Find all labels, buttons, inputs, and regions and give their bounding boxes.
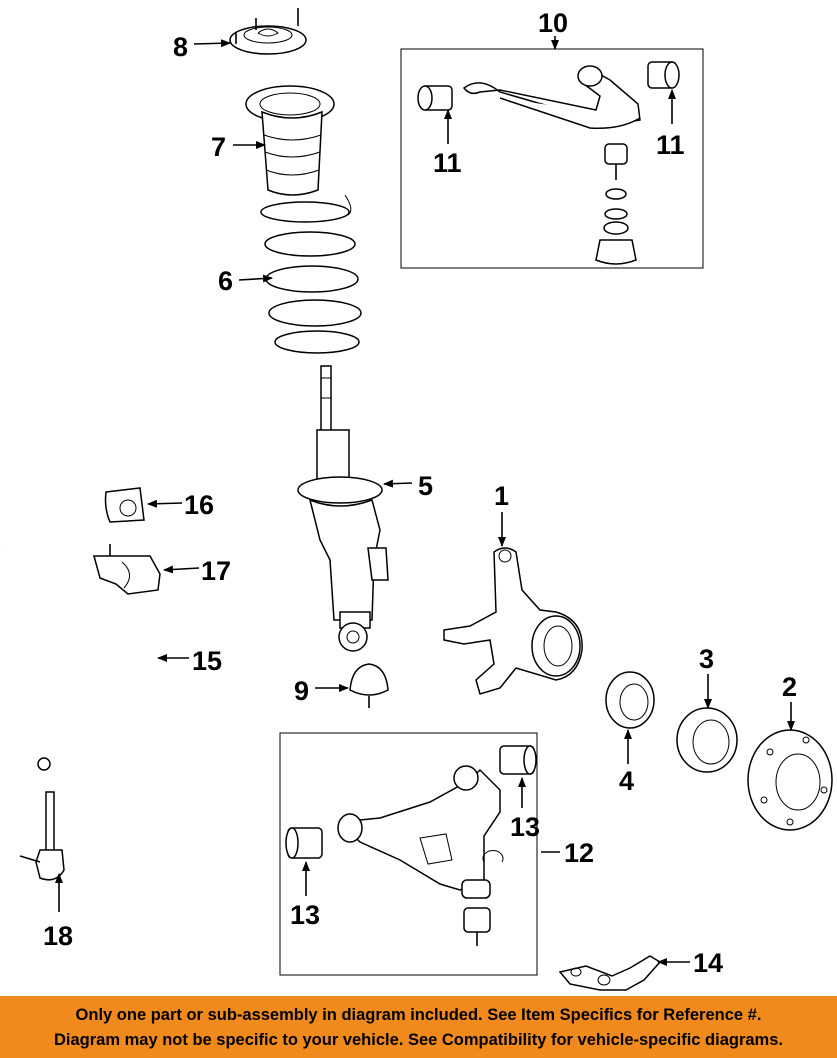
wheel-bearing-part bbox=[676, 707, 738, 773]
callout-10: 10 bbox=[538, 8, 568, 38]
callout-12: 12 bbox=[564, 838, 594, 868]
upper-ball-joint-part bbox=[595, 143, 637, 265]
callout-1: 1 bbox=[494, 481, 509, 511]
callout-13-right: 13 bbox=[510, 812, 540, 842]
upper-arm-bushing-left-part bbox=[417, 85, 453, 111]
stabilizer-bushing-part bbox=[104, 487, 145, 523]
callout-3: 3 bbox=[699, 644, 714, 674]
strut-mount-part bbox=[229, 8, 307, 55]
callout-15: 15 bbox=[192, 646, 222, 676]
lower-ball-joint-part bbox=[461, 850, 504, 946]
hub-seal-part bbox=[605, 671, 655, 729]
upper-control-arm-part bbox=[462, 65, 641, 130]
mount-bushing-part bbox=[349, 663, 389, 708]
bump-stop-boot-part bbox=[245, 85, 335, 196]
callout-16: 16 bbox=[184, 490, 214, 520]
steering-knuckle-part bbox=[443, 547, 583, 695]
coil-spring-part bbox=[260, 194, 362, 354]
callout-13-left: 13 bbox=[290, 900, 320, 930]
callout-14: 14 bbox=[693, 948, 723, 978]
upper-arm-bushing-right-part bbox=[647, 61, 680, 89]
lower-arm-group-box bbox=[279, 732, 538, 976]
stabilizer-bar-part bbox=[0, 550, 147, 771]
callout-7: 7 bbox=[211, 132, 226, 162]
shock-absorber-part bbox=[297, 365, 389, 652]
callout-8: 8 bbox=[173, 32, 188, 62]
lower-arm-bushing-left-part bbox=[285, 827, 323, 859]
callout-9: 9 bbox=[294, 676, 309, 706]
lower-bracket-part bbox=[558, 955, 662, 991]
callout-6: 6 bbox=[218, 266, 233, 296]
disclaimer-banner: Only one part or sub-assembly in diagram… bbox=[0, 996, 837, 1058]
callout-11-left: 11 bbox=[433, 148, 462, 178]
disclaimer-line-1: Only one part or sub-assembly in diagram… bbox=[75, 1006, 762, 1024]
lower-control-arm-part bbox=[337, 765, 501, 891]
stabilizer-link-part bbox=[19, 791, 65, 881]
disclaimer-line-2: Diagram may not be specific to your vehi… bbox=[54, 1031, 783, 1049]
wheel-hub-part bbox=[747, 729, 833, 831]
callout-4: 4 bbox=[619, 766, 634, 796]
callout-11-right: 11 bbox=[656, 130, 685, 160]
callout-17: 17 bbox=[201, 556, 231, 586]
callout-18: 18 bbox=[43, 921, 73, 951]
lower-arm-bushing-right-part bbox=[499, 745, 537, 775]
callout-2: 2 bbox=[782, 672, 797, 702]
stabilizer-bracket-part bbox=[93, 544, 161, 595]
callout-5: 5 bbox=[418, 471, 433, 501]
suspension-exploded-view: 8 7 6 5 9 10 11 11 1 3 2 4 16 17 15 18 1… bbox=[0, 8, 833, 991]
